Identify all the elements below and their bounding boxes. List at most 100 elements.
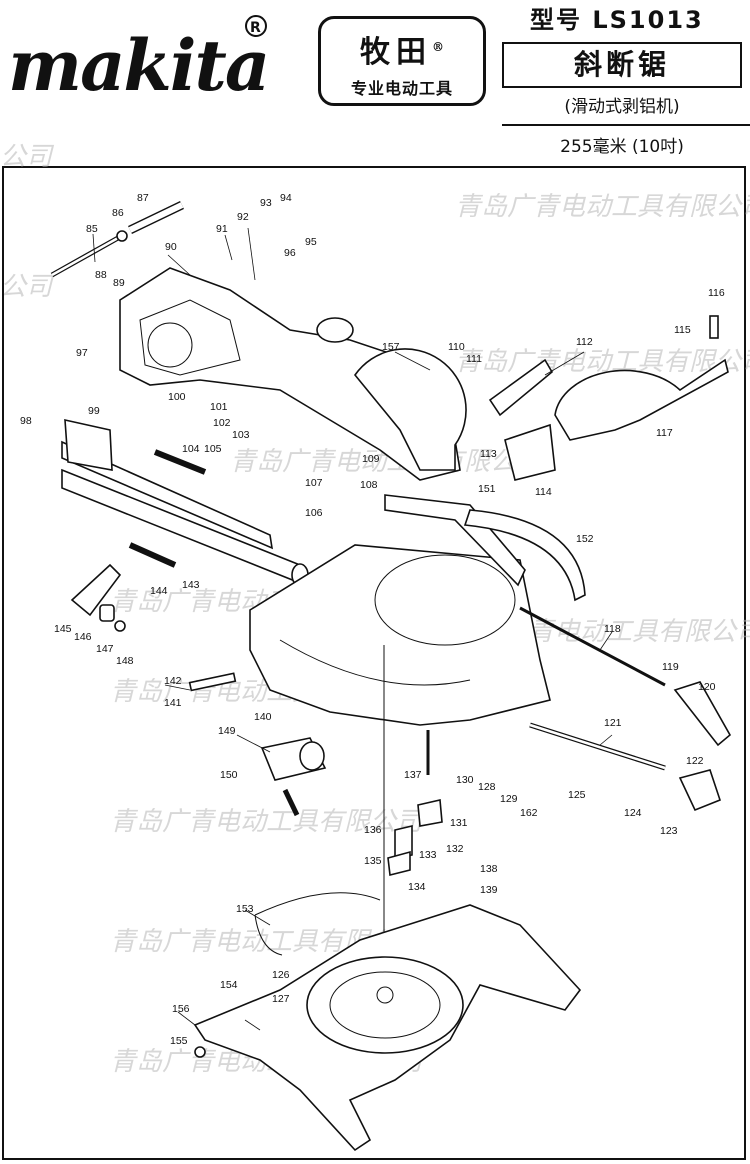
pn-106: 106 (305, 507, 323, 519)
svg-text:公司: 公司 (0, 142, 55, 172)
pn-134: 134 (408, 881, 426, 893)
pn-115: 115 (674, 324, 691, 336)
pn-96: 96 (284, 247, 296, 259)
pn-117: 117 (656, 427, 673, 439)
pn-147: 147 (96, 643, 114, 655)
pn-107: 107 (305, 477, 323, 489)
pn-129: 129 (500, 793, 518, 805)
pn-111: 111 (466, 353, 482, 365)
pn-139: 139 (480, 884, 498, 896)
product-subtitle: (滑动式剥铝机) (564, 97, 680, 117)
pn-146: 146 (74, 631, 92, 643)
pn-148: 148 (116, 655, 134, 667)
pn-102: 102 (213, 417, 231, 429)
saw-head-assembly (119, 267, 467, 481)
pn-86: 86 (112, 207, 124, 219)
pn-149: 149 (218, 725, 236, 737)
pn-156: 156 (172, 1003, 190, 1015)
pn-110: 110 (448, 341, 465, 353)
pn-144: 144 (150, 585, 168, 597)
pn-138: 138 (480, 863, 498, 875)
pn-142: 142 (164, 675, 182, 687)
pn-125: 125 (568, 789, 586, 801)
pn-88: 88 (95, 269, 107, 281)
pn-155: 155 (170, 1035, 188, 1047)
pn-99: 99 (88, 405, 100, 417)
svg-text:青岛广青电动工具有限公司: 青岛广青电动工具有限公司 (455, 347, 750, 377)
stamp-subtitle: 专业电动工具 (350, 79, 453, 98)
pn-153: 153 (236, 903, 254, 915)
svg-text:公司: 公司 (0, 272, 55, 302)
pn-89: 89 (113, 277, 125, 289)
pn-137: 137 (404, 769, 422, 781)
pn-154: 154 (220, 979, 238, 991)
pn-112: 112 (576, 336, 593, 348)
pn-100: 100 (168, 391, 186, 403)
turn-base (188, 544, 551, 726)
pn-114: 114 (535, 486, 552, 498)
bolt-85 (50, 230, 128, 278)
logo-wordmark: makita (8, 24, 268, 102)
threaded-shaft (519, 606, 732, 812)
pn-151: 151 (478, 483, 496, 495)
pn-87: 87 (137, 192, 149, 204)
document-header: makita R 牧田® 专业电动工具 型号 LS1013 斜断锯 (滑动式剥铝… (0, 0, 750, 160)
pn-131: 131 (450, 817, 468, 829)
pn-98: 98 (20, 415, 32, 427)
pn-97: 97 (76, 347, 88, 359)
pn-109: 109 (362, 453, 380, 465)
pn-113: 113 (480, 448, 497, 460)
brand-stamp: 牧田® 专业电动工具 (318, 16, 486, 106)
clamp-149 (260, 737, 327, 817)
pn-94: 94 (280, 192, 292, 204)
pn-140: 140 (254, 711, 272, 723)
pn-124: 124 (624, 807, 642, 819)
leader-lines (92, 227, 613, 1031)
pn-152: 152 (576, 533, 594, 545)
part-number-labels: 85 86 87 88 89 90 91 92 93 94 95 96 97 9… (20, 192, 725, 1047)
pn-104: 104 (182, 443, 200, 455)
pn-95: 95 (305, 236, 317, 248)
pn-122: 122 (686, 755, 704, 767)
blade-guard (488, 315, 729, 481)
svg-text:R: R (250, 20, 261, 36)
pn-143: 143 (182, 579, 200, 591)
pn-119: 119 (662, 661, 679, 673)
pn-141: 141 (164, 697, 182, 709)
pn-85: 85 (86, 223, 98, 235)
pn-132: 132 (446, 843, 464, 855)
pn-133: 133 (419, 849, 437, 861)
pn-162: 162 (520, 807, 538, 819)
pn-93: 93 (260, 197, 272, 209)
model-number: 型号 LS1013 (530, 6, 704, 34)
pn-136: 136 (364, 824, 382, 836)
pn-130: 130 (456, 774, 474, 786)
pn-127: 127 (272, 993, 290, 1005)
pn-121: 121 (604, 717, 622, 729)
pn-128: 128 (478, 781, 496, 793)
holder-146 (70, 563, 126, 632)
pn-116: 116 (708, 287, 725, 299)
pn-150: 150 (220, 769, 238, 781)
sleeve-87 (128, 200, 184, 235)
base-assembly (193, 892, 582, 1152)
pn-157: 157 (382, 341, 400, 353)
product-name: 斜断锯 (502, 42, 742, 88)
pn-123: 123 (660, 825, 678, 837)
pn-135: 135 (364, 855, 382, 867)
header-divider (502, 124, 750, 126)
pn-105: 105 (204, 443, 222, 455)
blade-size: 255毫米 (10吋) (560, 137, 684, 157)
pn-103: 103 (232, 429, 250, 441)
stamp-brand: 牧田 (360, 35, 432, 70)
diagram-frame (2, 166, 746, 1160)
pn-145: 145 (54, 623, 72, 635)
pn-91: 91 (216, 223, 228, 235)
pn-108: 108 (360, 479, 378, 491)
pn-120: 120 (698, 681, 716, 693)
pn-126: 126 (272, 969, 290, 981)
pn-118: 118 (604, 623, 621, 635)
fence-plate (384, 494, 586, 602)
pn-101: 101 (210, 401, 228, 413)
